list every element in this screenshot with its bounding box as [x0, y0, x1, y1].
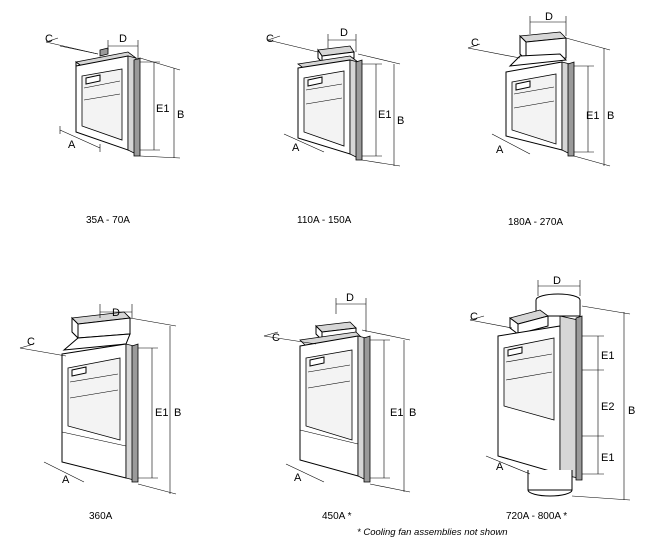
- footnote: * Cooling fan assemblies not shown: [357, 527, 508, 538]
- fig1-label-c: C: [45, 33, 53, 45]
- fig6-caption: 720A - 800A *: [506, 511, 567, 522]
- figure-35a-70a: C D E1 B A 35A - 70A: [45, 33, 184, 226]
- fig1-caption: 35A - 70A: [86, 215, 130, 226]
- fig6-label-c: C: [470, 311, 478, 323]
- fig2-label-d: D: [340, 27, 348, 39]
- fig3-label-d: D: [545, 11, 553, 23]
- fig5-caption: 450A *: [322, 511, 352, 522]
- fig4-label-d: D: [112, 307, 120, 319]
- fig1-label-e1: E1: [156, 103, 169, 115]
- fig4-label-b: B: [174, 407, 181, 419]
- fig2-label-e1: E1: [378, 109, 391, 121]
- fig1-label-a: A: [68, 139, 76, 151]
- fig4-label-c: C: [27, 336, 35, 348]
- fig2-caption: 110A - 150A: [297, 215, 352, 226]
- fig6-label-e1-top: E1: [601, 350, 614, 362]
- fig1-label-d: D: [119, 33, 127, 45]
- fig6-label-d: D: [553, 275, 561, 287]
- fig3-label-b: B: [607, 110, 614, 122]
- fig2-label-c: C: [266, 33, 274, 45]
- fig4-caption: 360A: [89, 511, 113, 522]
- fig6-label-a: A: [496, 461, 504, 473]
- fig6-label-b: B: [628, 405, 635, 417]
- fig2-label-a: A: [292, 142, 300, 154]
- fig3-label-c: C: [471, 37, 479, 49]
- figure-450a: C D E1 B A 450A *: [263, 292, 416, 522]
- fig3-label-e1: E1: [586, 110, 599, 122]
- fig5-label-c: C: [272, 332, 280, 344]
- fig2-label-b: B: [397, 115, 404, 127]
- fig4-label-e1: E1: [155, 407, 168, 419]
- figure-360a: C D E1 B A 360A: [19, 304, 181, 522]
- fig5-label-d: D: [346, 292, 354, 304]
- fig3-caption: 180A - 270A: [508, 217, 563, 228]
- figure-720a-800a: C D E1 E2 E1 B A 720A - 800A *: [469, 275, 635, 522]
- fig4-label-a: A: [62, 474, 70, 486]
- fig1-label-b: B: [177, 109, 184, 121]
- fig6-label-e2: E2: [601, 401, 614, 413]
- fig5-label-b: B: [409, 407, 416, 419]
- fig6-label-e1-bottom: E1: [601, 452, 614, 464]
- figure-110a-150a: C D E1 B A 110A - 150A: [266, 27, 404, 226]
- fig5-label-e1: E1: [390, 407, 403, 419]
- fig5-label-a: A: [294, 472, 302, 484]
- fig3-label-a: A: [496, 144, 504, 156]
- figure-180a-270a: C D E1 B A 180A - 270A: [467, 11, 614, 228]
